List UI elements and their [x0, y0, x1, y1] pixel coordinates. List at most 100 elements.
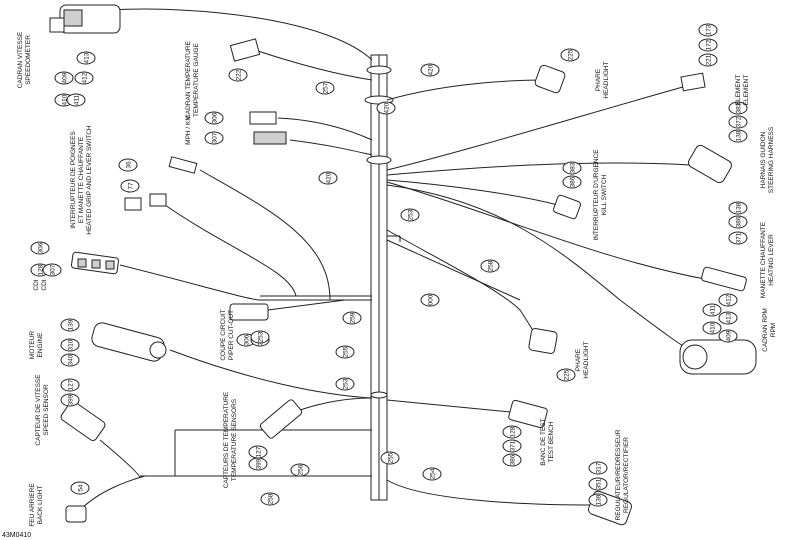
steering-harness-part	[688, 144, 732, 184]
harness-ref-bubble-9-text: 255	[342, 346, 349, 357]
ref-bubble-temp-sensors-0-text: 127	[255, 446, 262, 457]
ref-bubble-steering-harness-0: 383	[728, 101, 748, 115]
drawing-code: 43M0410	[2, 532, 31, 539]
ref-bubble-cdi-2-text: 307	[49, 264, 56, 275]
ref-bubble-temp-sensors-1: 399	[248, 457, 268, 471]
ref-bubble-regulator-2: 139	[588, 493, 608, 507]
ref-bubble-mph-kmh-1-text: 307	[211, 132, 218, 143]
speedometer-part	[49, 4, 121, 34]
label-engine: MOTEURENGINE	[29, 331, 44, 359]
ref-bubble-mph-kmh-0: 306	[204, 111, 224, 125]
ref-bubble-rpm-3-text: 413	[725, 312, 732, 323]
engine-part	[91, 322, 167, 362]
ref-bubble-speed-sensor-0-text: 127	[67, 379, 74, 390]
label-speed-sensor: CAPTEUR DE VITESSESPEED SENSOR	[35, 374, 50, 446]
harness-ref-bubble-9: 255	[335, 345, 355, 359]
ref-bubble-speedometer-3-text: 412	[81, 72, 88, 83]
ref-bubble-temp-gauge-0-text: 222	[235, 69, 242, 80]
label-headlight-top: PHAREHEADLIGHT	[595, 61, 610, 98]
ref-bubble-heating-lever-0: 138	[728, 201, 748, 215]
harness-ref-bubble-11: 255	[380, 451, 400, 465]
ref-bubble-heating-lever-2: 371	[728, 231, 748, 245]
speed-sensor-part	[60, 401, 106, 441]
label-regulator: REGULATEUR/REDRESSEURREGULATOR/RECTIFIER	[615, 429, 630, 520]
label-kill-switch: INTERRUPTEUR D'URGENCEKILL SWITCH	[593, 149, 608, 241]
ref-bubble-heating-lever-2-text: 371	[735, 232, 742, 243]
ref-bubble-steering-harness-1-text: 372	[735, 116, 742, 127]
harness-ref-bubble-7-text: 000	[427, 294, 434, 305]
ref-bubble-mph-kmh-1: 307	[204, 131, 224, 145]
ref-bubble-grip-heater-1-text: 77	[127, 182, 134, 190]
harness-ref-bubble-5-text: 253	[257, 331, 264, 342]
ref-bubble-speedometer-2-text: 411	[73, 94, 80, 105]
ref-bubble-test-bench-0: 128	[502, 425, 522, 439]
element-part	[680, 72, 706, 92]
label-heating-lever: MANETTE CHAUFFANTEHEATING LEVER	[760, 221, 775, 298]
ref-bubble-kill-switch-0: 383	[562, 161, 582, 175]
ref-bubble-rpm-4-text: 409	[725, 330, 732, 341]
ref-bubble-speed-sensor-0: 127	[60, 378, 80, 392]
ref-bubble-regulator-0-text: 317	[595, 462, 602, 473]
ref-bubble-test-bench-0-text: 128	[509, 426, 516, 437]
harness-ref-bubble-4: 253	[400, 208, 420, 222]
ref-bubble-cdi-0-text: 128	[37, 264, 44, 275]
ref-bubble-cdi-1: 306	[30, 241, 50, 255]
harness-ref-bubble-0-text: 420	[427, 64, 434, 75]
ref-bubble-rpm-1: 411	[702, 303, 722, 317]
harness-ref-bubble-0: 420	[420, 63, 440, 77]
ref-bubble-speedometer-3: 412	[74, 71, 94, 85]
ref-bubble-headlight-mid-0: 225	[556, 368, 576, 382]
ref-bubble-steering-harness-0-text: 383	[735, 102, 742, 113]
ref-bubble-cdi-1-text: 306	[37, 242, 44, 253]
ref-bubble-speedometer-2: 411	[66, 93, 86, 107]
ref-bubble-element-2-text: 173	[705, 24, 712, 35]
harness-ref-bubble-4-text: 253	[407, 209, 414, 220]
cdi-part	[70, 251, 120, 275]
label-steering-harness: HARNAIS GUIDONSTEERING HARNESS	[760, 126, 775, 193]
ref-bubble-element-0-text: 221	[705, 54, 712, 65]
ref-bubble-regulator-2-text: 139	[595, 494, 602, 505]
label-cdi: CDICDI	[33, 279, 48, 290]
harness-wires	[79, 8, 711, 511]
label-grip-heater: INTERRUPTEUR DE POIGNEESET MANETTE CHAUF…	[70, 125, 93, 235]
ref-bubble-engine-0-text: 139	[67, 319, 74, 330]
ref-bubble-rpm-2-text: 412	[725, 294, 732, 305]
label-temp-gauge: CADRAN TEMPERATURETEMPERATURE GAUGE	[185, 40, 200, 118]
ref-bubble-steering-harness-1: 372	[728, 115, 748, 129]
rpm-part	[679, 339, 757, 375]
ref-bubble-rpm-4: 409	[718, 329, 738, 343]
ref-bubble-headlight-top-0-text: 225	[567, 49, 574, 60]
harness-ref-bubble-7: 000	[420, 293, 440, 307]
heating-lever-part	[701, 266, 747, 292]
harness-ref-bubble-10: 253	[335, 377, 355, 391]
ref-bubble-mph-kmh-0-text: 306	[211, 112, 218, 123]
temp-sensors-part	[259, 399, 303, 439]
harness-ref-bubble-10-text: 253	[342, 378, 349, 389]
ref-bubble-speedometer-4: 413	[76, 51, 96, 65]
ref-bubble-test-bench-2-text: 386	[509, 454, 516, 465]
mph-connector-part	[249, 111, 287, 145]
headlight-mid-part	[528, 328, 558, 354]
ref-bubble-engine-2: 340	[60, 353, 80, 367]
ref-bubble-regulator-1-text: 351	[595, 478, 602, 489]
harness-ref-bubble-5: 253	[250, 330, 270, 344]
ref-bubble-kill-switch-1-text: 386	[569, 176, 576, 187]
ref-bubble-temp-sensors-0: 127	[248, 445, 268, 459]
harness-ref-bubble-1: 257	[315, 81, 335, 95]
harness-ref-bubble-11-text: 255	[387, 452, 394, 463]
harness-ref-bubble-14: 256	[290, 463, 310, 477]
harness-ref-bubble-8-text: 259	[349, 312, 356, 323]
headlight-top-part	[534, 64, 566, 94]
ref-bubble-engine-2-text: 340	[67, 354, 74, 365]
harness-ref-bubble-6-text: 258	[487, 260, 494, 271]
ref-bubble-temp-sensors-1-text: 399	[255, 458, 262, 469]
ref-bubble-heating-lever-0-text: 138	[735, 202, 742, 213]
ref-bubble-steering-harness-2-text: 138	[735, 130, 742, 141]
ref-bubble-temp-gauge-0: 222	[228, 68, 248, 82]
grip-switch-part	[124, 156, 198, 211]
ref-bubble-engine-1-text: 310	[67, 339, 74, 350]
ref-bubble-grip-heater-1: 77	[120, 179, 140, 193]
label-temp-sensors: CAPTEURS DE TEMPERATURETEMPERATURE SENSO…	[223, 391, 238, 488]
label-test-bench: BANC DE TESTTEST BENCH	[540, 418, 555, 465]
